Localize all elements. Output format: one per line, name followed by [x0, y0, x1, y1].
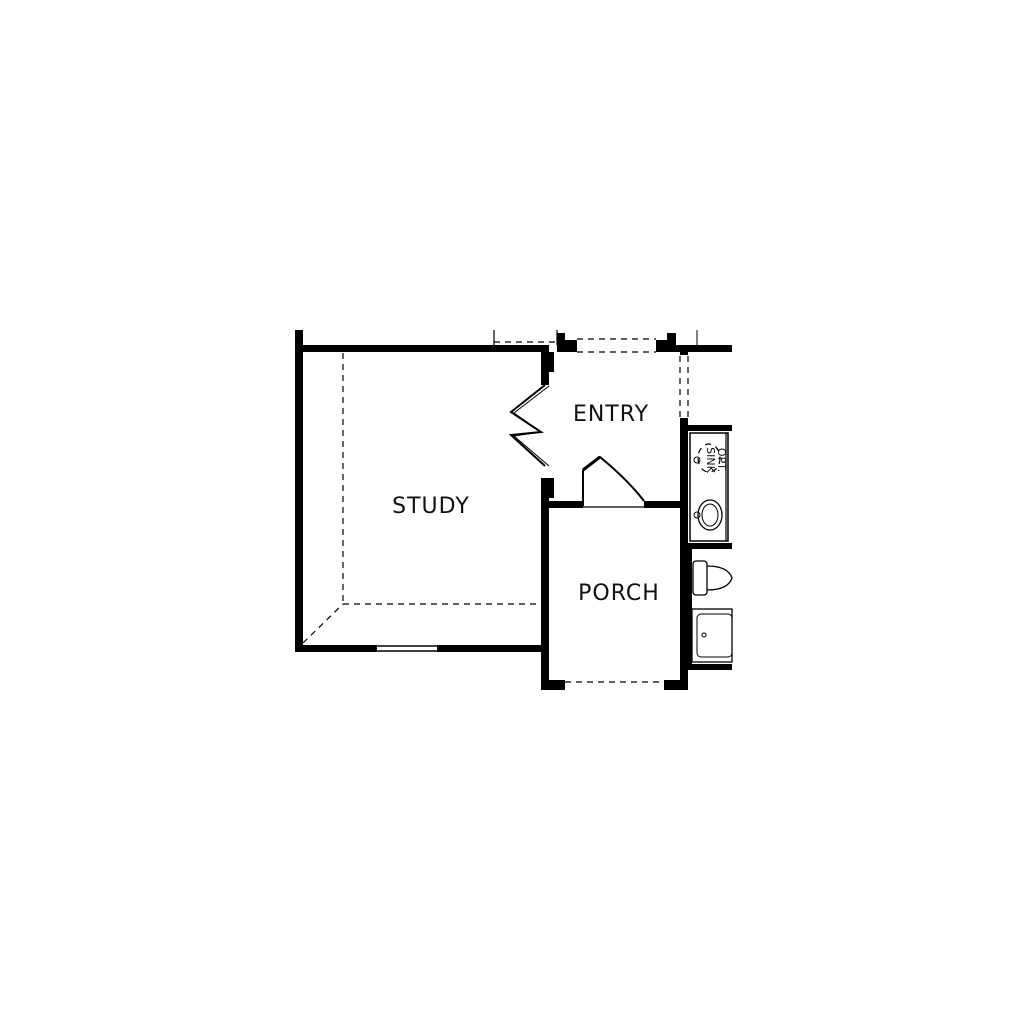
- entry-west-wall-lower: [541, 478, 549, 508]
- entry-front-door: [582, 455, 645, 506]
- optional-sink: OPT. SINK: [693, 443, 728, 474]
- entry-east-wall-top: [680, 345, 688, 355]
- study-south-wall-left: [295, 645, 377, 652]
- entry-west-wall-stub2: [549, 478, 554, 498]
- porch-east-wall: [680, 501, 688, 690]
- svg-text:SINK: SINK: [704, 447, 717, 473]
- room-label-porch: PORCH: [578, 581, 660, 606]
- study-west-wall: [295, 330, 303, 652]
- entry-room: ENTRY: [493, 330, 732, 508]
- entry-north-pier-right2: [656, 340, 667, 352]
- bath-top-wall: [688, 425, 732, 431]
- sink: [693, 499, 723, 531]
- faucet-icon: [693, 456, 701, 464]
- bath-divider-wall: [688, 543, 732, 549]
- entry-north-pier-left: [557, 333, 565, 352]
- bathtub: [691, 608, 733, 663]
- porch-south-pier-left: [541, 680, 565, 690]
- room-label-entry: ENTRY: [573, 402, 649, 427]
- entry-east-wall: [680, 418, 688, 508]
- study-ceiling-line-diag: [302, 603, 344, 644]
- study-north-wall: [295, 345, 545, 352]
- entry-west-wall-upper: [541, 345, 549, 385]
- study-room: STUDY: [295, 330, 545, 652]
- porch-area: PORCH: [541, 501, 688, 690]
- entry-west-wall-stub: [549, 352, 554, 372]
- entry-south-wall-left: [541, 501, 583, 508]
- entry-north-wall-right: [676, 345, 732, 352]
- study-south-wall-right: [437, 645, 545, 652]
- porch-south-pier-right: [664, 680, 688, 690]
- toilet: [692, 560, 733, 596]
- study-double-door: [508, 384, 550, 467]
- study-window: [377, 645, 437, 652]
- entry-north-pier-right: [667, 333, 676, 352]
- optional-sink-label: OPT. SINK: [704, 447, 728, 473]
- entry-south-wall-right: [644, 501, 688, 508]
- room-label-study: STUDY: [392, 494, 470, 519]
- bath-bottom-wall: [688, 664, 732, 670]
- svg-text:OPT.: OPT.: [715, 448, 728, 472]
- drain-icon: [701, 632, 707, 638]
- entry-top-window: [493, 330, 558, 345]
- bath-partial: OPT. SINK: [686, 425, 733, 670]
- faucet-icon: [693, 511, 701, 519]
- porch-west-wall: [541, 501, 549, 690]
- bath-inner-east-wall: [686, 543, 692, 670]
- entry-north-pier-left2: [565, 340, 577, 352]
- vanity-counter: [689, 432, 729, 542]
